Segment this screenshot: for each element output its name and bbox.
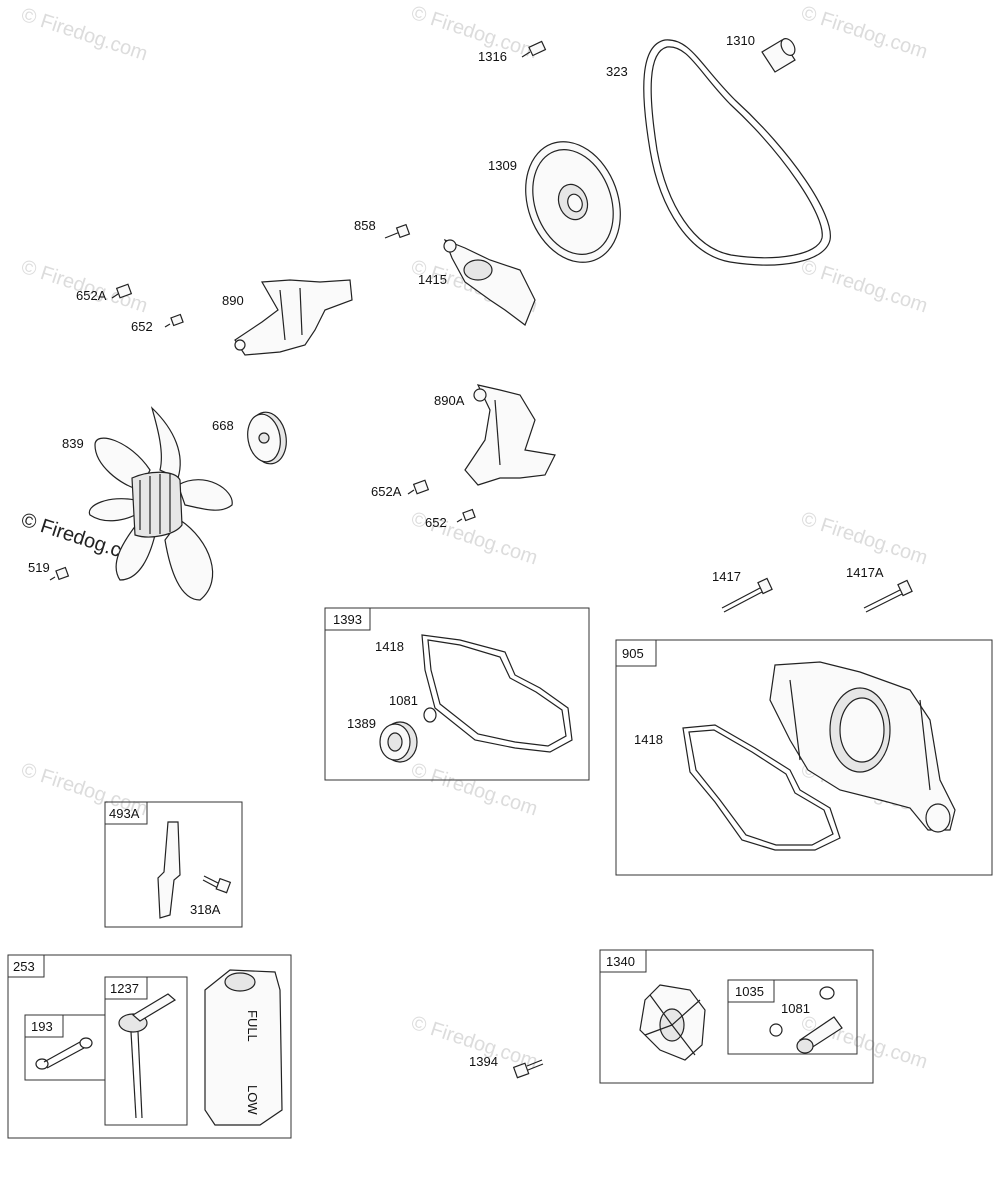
part-label-519: 519 xyxy=(28,560,50,575)
part-label-318a: 318A xyxy=(190,902,221,917)
part-label-652-2: 652 xyxy=(425,515,447,530)
gasket-1418[interactable] xyxy=(421,634,573,753)
watermark-text: © Firedog.com xyxy=(18,4,150,66)
part-label-323: 323 xyxy=(606,64,628,79)
part-label-1394: 1394 xyxy=(469,1054,498,1069)
kit-box-1340: 1340 xyxy=(599,949,874,1084)
watermark-text: © Firedog.com xyxy=(798,508,930,570)
tank-mark-full: FULL xyxy=(245,1010,260,1042)
kit-box-1393: 1393 xyxy=(324,607,590,781)
tank-cap-1237[interactable] xyxy=(118,993,177,1119)
kit-box-905: 905 xyxy=(615,639,993,876)
water-pump-housing-905[interactable] xyxy=(769,661,956,833)
part-label-1081-b: 1081 xyxy=(781,1001,810,1016)
part-label-668: 668 xyxy=(212,418,234,433)
part-label-1081: 1081 xyxy=(389,693,418,708)
bolt-1417a[interactable] xyxy=(863,579,913,613)
bolt-652a[interactable] xyxy=(111,283,133,299)
kit-label-1393: 1393 xyxy=(333,612,362,627)
watermark-text: © Firedog.com xyxy=(408,2,540,64)
part-label-890: 890 xyxy=(222,293,244,308)
seal-1389[interactable] xyxy=(379,721,418,763)
idler-arm-1415[interactable] xyxy=(443,238,536,326)
bolt-652-2[interactable] xyxy=(456,508,476,523)
part-label-839: 839 xyxy=(62,436,84,451)
watermark-text: © Firedog.com xyxy=(798,2,930,64)
part-label-1418-b: 1418 xyxy=(634,732,663,747)
part-label-1309: 1309 xyxy=(488,158,517,173)
part-label-858: 858 xyxy=(354,218,376,233)
kit-box-253: 253 xyxy=(7,954,292,1139)
bracket-493a[interactable] xyxy=(157,821,181,919)
part-label-1389: 1389 xyxy=(347,716,376,731)
hose-with-clamps[interactable] xyxy=(35,1037,93,1070)
shaft-seal[interactable] xyxy=(796,1016,843,1054)
bolt-519[interactable] xyxy=(49,566,70,581)
spacer-668[interactable] xyxy=(244,409,290,466)
bolt-1417[interactable] xyxy=(721,577,773,613)
kit-label-193: 193 xyxy=(31,1019,53,1034)
watermark-text: © Firedog.com xyxy=(408,759,540,821)
sleeve-1310[interactable] xyxy=(761,36,798,73)
part-label-652: 652 xyxy=(131,319,153,334)
pulley-1309[interactable] xyxy=(510,128,637,275)
bolt-1394[interactable] xyxy=(512,1059,544,1079)
kit-label-1237: 1237 xyxy=(110,981,139,996)
kit-label-493a: 493A xyxy=(109,806,140,821)
part-label-1417: 1417 xyxy=(712,569,741,584)
bracket-890[interactable] xyxy=(234,279,353,356)
part-label-890a: 890A xyxy=(434,393,465,408)
kit-box-1035: 1035 xyxy=(727,979,858,1055)
bolt-652a-2[interactable] xyxy=(407,479,430,495)
o-ring-1081[interactable] xyxy=(423,707,437,723)
part-label-652a: 652A xyxy=(76,288,107,303)
kit-label-1035: 1035 xyxy=(735,984,764,999)
watermark-text: © Firedog.com xyxy=(798,256,930,318)
part-label-1310: 1310 xyxy=(726,33,755,48)
part-label-1417a: 1417A xyxy=(846,565,884,580)
impeller[interactable] xyxy=(639,984,706,1061)
coolant-tank[interactable]: FULL LOW xyxy=(204,969,283,1126)
watermark-text: © Firedog.com xyxy=(18,256,150,318)
bolt-1316[interactable] xyxy=(521,40,547,58)
part-label-652a-2: 652A xyxy=(371,484,402,499)
o-ring-1081-b[interactable] xyxy=(769,986,835,1037)
part-label-1415: 1415 xyxy=(418,272,447,287)
bolt-858[interactable] xyxy=(384,223,411,239)
kit-label-905: 905 xyxy=(622,646,644,661)
kit-box-493a: 493A xyxy=(104,801,243,928)
tank-mark-low: LOW xyxy=(245,1085,260,1115)
bracket-890a[interactable] xyxy=(464,384,556,486)
belt-323[interactable] xyxy=(643,39,831,266)
fan-839[interactable] xyxy=(88,406,233,601)
bolt-318a[interactable] xyxy=(202,875,232,894)
gasket-1418-b[interactable] xyxy=(682,724,841,851)
part-label-1418: 1418 xyxy=(375,639,404,654)
bolt-652[interactable] xyxy=(164,313,184,328)
part-label-1316: 1316 xyxy=(478,49,507,64)
kit-label-253: 253 xyxy=(13,959,35,974)
kit-label-1340: 1340 xyxy=(606,954,635,969)
kit-box-193: 193 xyxy=(24,1014,106,1081)
